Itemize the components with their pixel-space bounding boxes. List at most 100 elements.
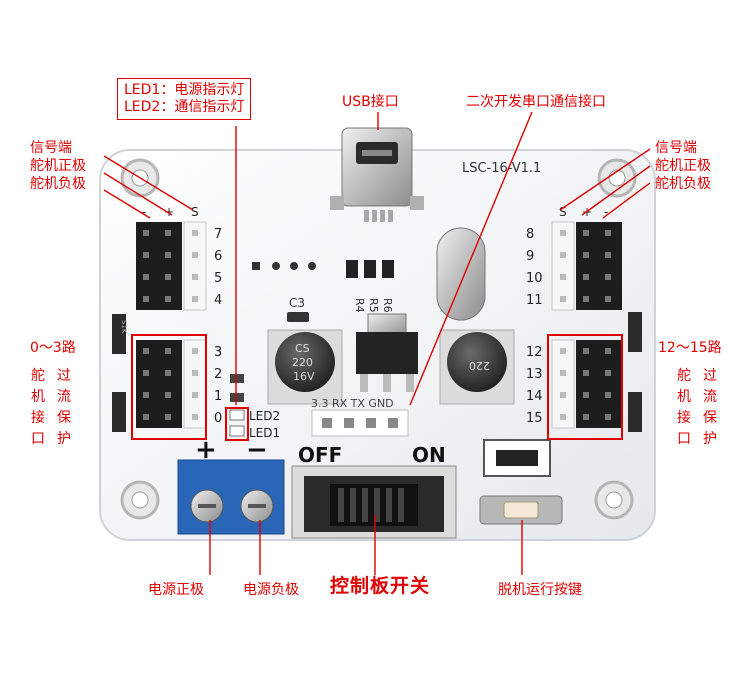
switch-label: 控制板开关	[330, 575, 431, 597]
power-switch	[291, 465, 457, 539]
header-polarity-label: S	[191, 205, 199, 219]
left-header-top-pin	[165, 252, 171, 258]
switch-off-label: OFF	[298, 443, 342, 467]
right-header-top-pin	[560, 296, 566, 302]
left-header-top-pin	[143, 274, 149, 280]
left-header-bottom-pin	[192, 370, 198, 376]
uart-label: 3.3 RX TX GND	[311, 397, 394, 410]
capacitor-c3	[287, 312, 309, 322]
uart-header	[311, 409, 409, 437]
right-vertical-col1: 舵机接口	[677, 368, 691, 447]
right-header-bottom-pin	[583, 348, 589, 354]
right-header-bottom-pin	[560, 370, 566, 376]
right-header-bottom-pin	[560, 392, 566, 398]
left-header-bottom-pin	[165, 392, 171, 398]
channel-label: 7	[214, 227, 222, 242]
right-positive-label: 舵机正极	[655, 158, 711, 174]
cap-left-line3: 16V	[293, 370, 315, 383]
left-header-bottom-pin	[143, 348, 149, 354]
fuse-label: S1K	[120, 320, 128, 334]
leds	[229, 374, 245, 437]
left-header-top-pin	[192, 296, 198, 302]
resistor-r5: R5	[367, 298, 380, 313]
fuses	[112, 312, 642, 432]
led2-legend: LED2：通信指示灯	[124, 99, 245, 115]
channel-label: 11	[526, 293, 543, 308]
left-header-top-pin	[165, 230, 171, 236]
left-header-top-pin	[165, 296, 171, 302]
right-signal-label: 信号端	[655, 140, 697, 156]
right-header-bottom-pin	[605, 414, 611, 420]
left-positive-label: 舵机正极	[30, 158, 86, 174]
left-header-bottom-pin	[192, 392, 198, 398]
channel-label: 13	[526, 367, 543, 382]
channel-label: 6	[214, 249, 222, 264]
right-header-bottom-pin	[583, 370, 589, 376]
left-header-bottom-pin	[165, 414, 171, 420]
right-range-label: 12～15路	[658, 340, 722, 356]
left-negative-label: 舵机负极	[30, 176, 86, 192]
leader-lines	[103, 111, 651, 575]
right-header-top-pin	[560, 230, 566, 236]
resistor-r6: R6	[381, 298, 394, 313]
test-pads	[252, 262, 316, 270]
channel-label: 9	[526, 249, 534, 264]
left-vertical-col1: 舵机接口	[31, 368, 45, 447]
left-header-bottom-pin	[192, 414, 198, 420]
led2-label: LED2	[249, 409, 280, 423]
right-header-bottom-pin	[560, 414, 566, 420]
left-header-top-pin	[143, 252, 149, 258]
left-header-bottom-pin	[192, 348, 198, 354]
cap-left-line1: CS	[295, 342, 310, 355]
left-header-bottom-pin	[165, 348, 171, 354]
left-header-top-pin	[192, 274, 198, 280]
left-header-bottom-pin	[143, 392, 149, 398]
usb-label: USB接口	[342, 94, 399, 110]
right-header-top-signal-housing	[551, 221, 575, 311]
resistors	[346, 260, 394, 278]
board-model: LSC-16-V1.1	[462, 161, 541, 176]
offline-button-label: 脱机运行按键	[498, 582, 582, 598]
right-header-bottom-black-housing	[576, 340, 622, 428]
right-header-bottom-pin	[605, 370, 611, 376]
right-header-top-pin	[583, 230, 589, 236]
left-header-top-signal-housing	[183, 221, 207, 311]
left-range-label: 0～3路	[30, 340, 76, 356]
left-header-top-pin	[192, 252, 198, 258]
header-polarity-label: -	[604, 205, 608, 219]
right-header-top-pin	[560, 252, 566, 258]
left-header-bottom-pin	[143, 414, 149, 420]
left-header-top-pin	[165, 274, 171, 280]
right-header-bottom-pin	[605, 348, 611, 354]
channel-label: 8	[526, 227, 534, 242]
right-header-top-pin	[560, 274, 566, 280]
right-header-top-pin	[583, 274, 589, 280]
left-vertical-col2: 过流保护	[57, 368, 71, 447]
channel-label: 1	[214, 389, 222, 404]
channel-label: 2	[214, 367, 222, 382]
left-header-bottom-pin	[165, 370, 171, 376]
left-header-top-pin	[143, 230, 149, 236]
power-terminal	[177, 459, 285, 535]
left-header-bottom-pin	[143, 370, 149, 376]
highlight-boxes	[131, 334, 623, 441]
led1-label: LED1	[249, 426, 280, 440]
right-header-top-black-housing	[576, 222, 622, 310]
right-header-top-pin	[583, 252, 589, 258]
channel-label: 12	[526, 345, 543, 360]
crystal-oscillator	[436, 227, 486, 321]
right-header-bottom-signal-housing	[551, 339, 575, 429]
channel-label: 15	[526, 411, 543, 426]
left-header-bottom-black-housing	[136, 340, 182, 428]
right-negative-label: 舵机负极	[655, 176, 711, 192]
channel-label: 0	[214, 411, 222, 426]
c3-label: C3	[289, 296, 305, 310]
header-polarity-label: -	[142, 205, 146, 219]
right-header-top-pin	[605, 296, 611, 302]
power-positive-label: 电源正极	[148, 582, 204, 598]
diode	[483, 439, 551, 477]
